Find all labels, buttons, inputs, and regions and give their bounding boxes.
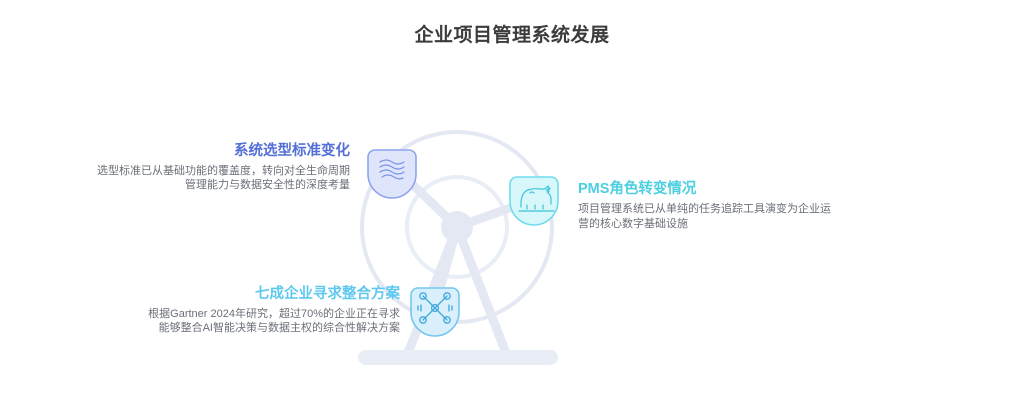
block-1-body-line-2: 管理能力与数据安全性的深度考量 [185, 179, 350, 191]
block-1-body-line-1: 选型标准已从基础功能的覆盖度，转向对全生命周期 [97, 165, 350, 177]
network-nodes-icon [417, 292, 453, 324]
block-3-heading: 七成企业寻求整合方案 [255, 286, 400, 302]
wheel-inner-ring [405, 175, 509, 279]
badge-waves[interactable] [367, 149, 417, 199]
wheel-leg-right [452, 222, 511, 358]
block-3-body-line-2: 能够整合AI智能决策与数据主权的综合性解决方案 [158, 322, 400, 334]
badge-rhino[interactable] [509, 176, 559, 226]
info-block-integration-demand: 七成企业寻求整合方案 根据Gartner 2024年研究，超过70%的企业正在寻… [60, 285, 400, 335]
wheel-base [358, 350, 558, 365]
rhino-icon [520, 185, 552, 210]
ferris-wheel-diagram [358, 130, 559, 365]
info-block-pms-role: PMS角色转变情况 项目管理系统已从单纯的任务追踪工具演变为企业运 营的核心数字… [578, 180, 878, 232]
block-2-body-line-2: 营的核心数字基础设施 [578, 218, 688, 230]
badge-network[interactable] [410, 287, 460, 337]
block-3-body-line-1: 根据Gartner 2024年研究，超过70%的企业正在寻求 [148, 308, 400, 320]
info-block-selection-criteria: 系统选型标准变化 选型标准已从基础功能的覆盖度，转向对全生命周期 管理能力与数据… [20, 142, 350, 192]
wheel-hub [441, 211, 473, 243]
badge-rhino-shield [509, 176, 559, 226]
waves-icon [379, 159, 405, 180]
badge-waves-shield [367, 149, 417, 199]
block-2-body-line-1: 项目管理系统已从单纯的任务追踪工具演变为企业运 [578, 203, 831, 215]
block-1-heading: 系统选型标准变化 [234, 143, 350, 159]
block-2-heading: PMS角色转变情况 [578, 181, 697, 197]
page-title: 企业项目管理系统发展 [414, 25, 610, 46]
